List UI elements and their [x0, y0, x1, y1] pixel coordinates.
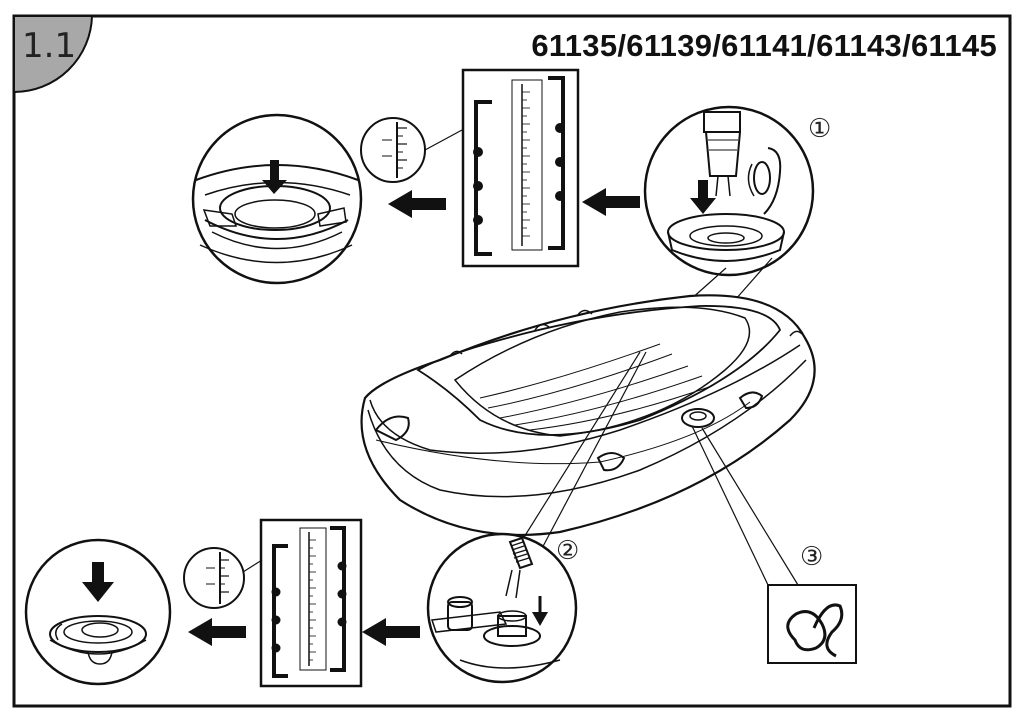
valve-closed-detail: [191, 113, 363, 285]
push-down-arrow-icon: [690, 180, 716, 214]
step-badge-shape: [13, 15, 94, 94]
left-arrow-icon: [582, 188, 640, 216]
left-arrow-icon: [388, 190, 446, 218]
down-arrow-icon: [532, 596, 548, 626]
callout-2-label: ②: [556, 536, 580, 566]
valve-inflate-detail: [643, 105, 815, 277]
leader-line: [539, 351, 647, 553]
left-arrow-icon: [188, 618, 246, 646]
push-down-arrow-icon: [262, 160, 287, 194]
page-frame: [12, 14, 1012, 708]
rope-accessory: [767, 584, 857, 664]
leader-line: [691, 425, 769, 586]
inflatable-boat: [360, 294, 816, 537]
step-number: 1.1: [22, 26, 77, 66]
leader-line: [515, 351, 641, 551]
leader-line: [734, 257, 773, 301]
ruler-magnifier-bottom: [183, 547, 263, 609]
valve-hose-detail: [426, 532, 578, 684]
ruler-panel-bottom: [259, 518, 363, 688]
push-down-arrow-icon: [82, 562, 114, 602]
ruler-magnifier-top: [360, 117, 463, 183]
callout-1-label: ①: [808, 114, 832, 144]
model-numbers-title: 61135/61139/61141/61143/61145: [531, 28, 997, 63]
ruler-panel-top: [461, 68, 580, 268]
left-arrow-icon: [362, 618, 420, 646]
valve-closed-detail-bottom: [24, 538, 172, 686]
callout-3-label: ③: [800, 542, 824, 572]
leader-line: [701, 427, 799, 586]
